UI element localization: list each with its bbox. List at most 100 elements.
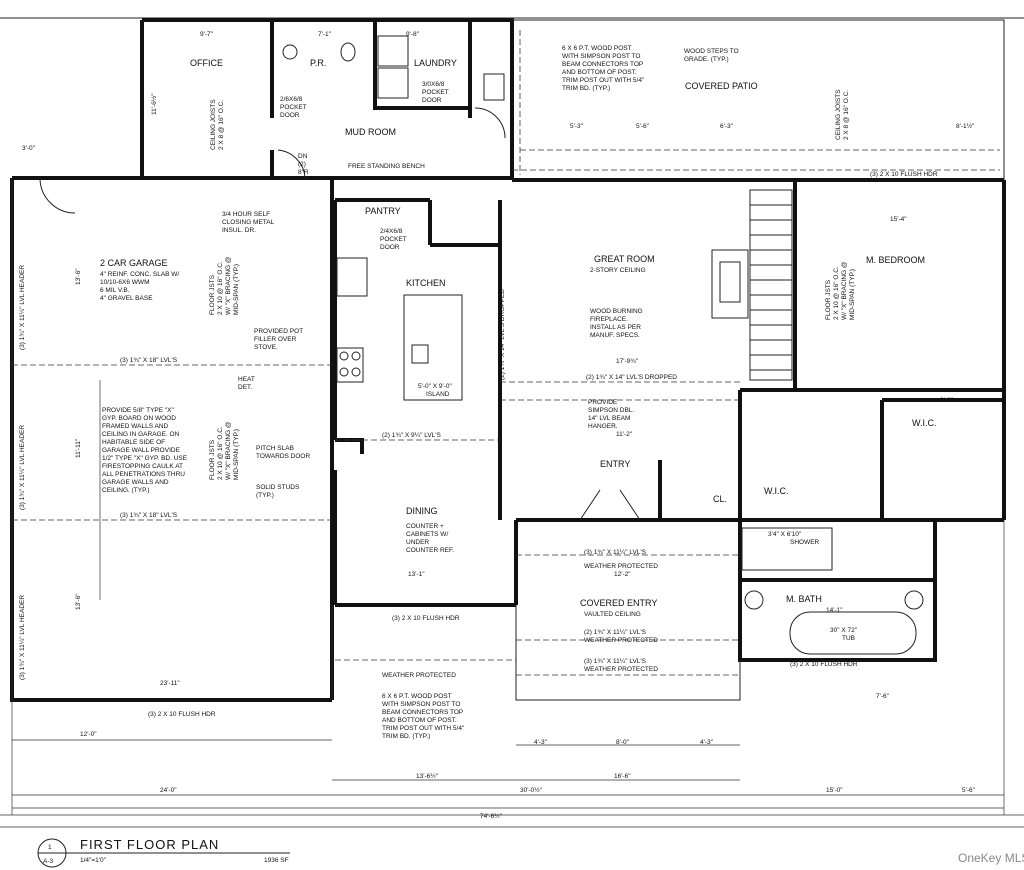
dim-7-1: 7'-1" (318, 31, 332, 38)
note-pocket-door-1: 2/6X6/8 POCKET DOOR (280, 96, 308, 119)
note-flush-4: (3) 2 X 10 FLUSH HDR (870, 171, 938, 178)
note-beam-11c: (3) 1¾" X 11¼" LVL'S (584, 658, 647, 665)
dim-12-0: 12'-0" (80, 731, 97, 738)
room-entry: ENTRY (600, 459, 630, 469)
notes: 4" REINF. CONC. SLAB W/ 10/10-6X6 WWM 6 … (100, 45, 938, 740)
kitchen-fixtures (336, 257, 463, 401)
dim-23-11: 23'-11" (160, 680, 180, 687)
ceiling-joists-1: CEILING JOISTS 2 X 8 @ 16" O.C. (210, 98, 225, 150)
room-pantry: PANTRY (365, 206, 401, 216)
note-dn-stair: DN (2) 8"R (298, 153, 309, 176)
note-weather-4: WEATHER PROTECTED (382, 672, 456, 679)
room-kitchen: KITCHEN (406, 278, 446, 288)
note-simpson: PROVIDE SIMPSON DBL. 14" LVL BEAM HANGER… (588, 399, 636, 430)
dim-11-2: 11'-2" (616, 431, 633, 438)
room-covered-patio: COVERED PATIO (685, 81, 758, 91)
dim-5-6b: 5'-6" (636, 123, 650, 130)
dim-4-3b: 4'-3" (700, 739, 714, 746)
dim-16-6: 16'-6" (614, 773, 631, 780)
drawing-area: 1936 SF (264, 857, 289, 864)
note-heat-det: HEAT DET. (238, 376, 257, 391)
note-beam-lvl-2: (3) 1¾" X 18" LVL'S (120, 512, 178, 519)
room-great-sub: 2-STORY CEILING (590, 267, 646, 274)
fireplace (711, 249, 749, 319)
note-beam-9: (2) 1¾" X 9¼" LVL'S (382, 432, 442, 439)
note-beam-11a: (3) 1¾" X 11¼" LVL'S (584, 549, 647, 556)
drawing-title: FIRST FLOOR PLAN (80, 837, 219, 852)
dim-13-1: 13'-1" (408, 571, 425, 578)
shower-size: 3'4" X 6'10" (768, 531, 802, 538)
note-pot-filler: PROVIDED POT FILLER OVER STOVE. (254, 328, 305, 351)
dim-6-3: 6'-3" (720, 123, 734, 130)
dimension-labels: 9'-7" 7'-1" 9'-8" 11'-6½" 13'-6" 11'-11"… (22, 31, 976, 820)
room-laundry: LAUNDRY (414, 58, 457, 68)
header-left-2: (3) 1¾" X 11¼" LVL HEADER (19, 425, 26, 510)
dim-13-6b: 13'-6" (75, 593, 82, 610)
beam-lines (12, 169, 1000, 676)
room-wic-1: W.I.C. (912, 418, 937, 428)
header-left-1: (3) 1¾" X 11¼" LVL HEADER (19, 265, 26, 350)
drawing-scale: 1/4"=1'0" (80, 857, 107, 864)
note-flush-1: (3) 2 X 10 FLUSH HDR (392, 615, 460, 622)
room-closet: CL. (713, 494, 727, 504)
ceiling-joists-2: CEILING JOISTS 2 X 8 @ 16" O.C. (835, 88, 850, 140)
room-m-bedroom: M. BEDROOM (866, 255, 925, 265)
rotated-notes: (3) 1¾" X 11¼" LVL HEADER (3) 1¾" X 11¼"… (19, 88, 856, 680)
dim-15-0: 15'-0" (826, 787, 843, 794)
note-weather-1: WEATHER PROTECTED (584, 563, 658, 570)
dim-8-6: 8'-6" (940, 397, 954, 404)
note-beam-dropped: (2) 1¾" X 14" LVL'S DROPPED (586, 374, 677, 381)
dim-13-6a: 13'-6" (75, 268, 82, 285)
note-pocket-door-2: 3/0X6/8 POCKET DOOR (422, 81, 450, 104)
room-garage: 2 CAR GARAGE (100, 258, 168, 268)
shower-label: SHOWER (790, 539, 820, 546)
dim-3-0: 3'-0" (22, 145, 36, 152)
note-counter: COUNTER + CABINETS W/ UNDER COUNTER REF. (406, 523, 454, 554)
tub-size: 30" X 72" (830, 627, 858, 634)
tub-label: TUB (842, 635, 855, 642)
dim-11-11: 11'-11" (75, 438, 82, 458)
dim-9-7: 9'-7" (200, 31, 214, 38)
note-beam-11b: (2) 1¾" X 11¼" LVL'S (584, 629, 647, 636)
note-fireplace: WOOD BURNING FIREPLACE. INSTALL AS PER M… (590, 308, 645, 339)
dim-8-1: 8'-1½" (956, 122, 975, 130)
room-covered-entry: COVERED ENTRY (580, 598, 657, 608)
dim-5-6: 5'-6" (962, 787, 976, 794)
room-m-bath: M. BATH (786, 594, 822, 604)
note-island: 5'-0" X 9'-0" ISLAND (418, 383, 454, 398)
floor-joists-mbed: FLOOR JSTS 2 X 10 @ 16" O.C. W/ "X" BRAC… (825, 260, 856, 320)
note-flush-2: (3) 2 X 10 FLUSH HDR (148, 711, 216, 718)
header-left-3: (3) 1¾" X 11¼" LVL HEADER (19, 595, 26, 680)
watermark: OneKey MLS (958, 851, 1024, 865)
title-circle-top: 1 (48, 844, 52, 851)
note-post-patio: 6 X 6 P.T. WOOD POST WITH SIMPSON POST T… (562, 45, 646, 92)
note-flush-3: (3) 2 X 10 FLUSH HDR (790, 661, 858, 668)
dim-9-8: 9'-8" (406, 31, 420, 38)
dim-12-2: 12'-2" (614, 571, 631, 578)
note-wood-steps: WOOD STEPS TO GRADE. (TYP.) (684, 48, 740, 63)
room-labels: OFFICE P.R. LAUNDRY MUD ROOM PANTRY KITC… (100, 58, 937, 642)
beam-dropped-vertical: (2) 1¾" X 14" LVL'S DROPPED (499, 289, 506, 380)
dim-13-6c: 13'-6½" (416, 772, 439, 780)
room-covered-entry-sub: VAULTED CEILING (584, 611, 641, 618)
note-firestop: PROVIDE 5/8" TYPE "X" GYP. BOARD ON WOOD… (102, 407, 189, 494)
room-mud: MUD ROOM (345, 127, 396, 137)
dim-11-6: 11'-6½" (150, 93, 158, 115)
room-pr: P.R. (310, 58, 326, 68)
floor-joists-garage: FLOOR JSTS 2 X 10 @ 16" O.C. W/ "X" BRAC… (209, 255, 240, 315)
dim-15-4: 15'-4" (890, 216, 907, 223)
dim-8-0: 8'-0" (616, 739, 630, 746)
stair-treads (750, 204, 792, 371)
note-solid-studs: SOLID STUDS (TYP.) (256, 484, 301, 499)
dim-74-6: 74'-6½" (480, 812, 503, 820)
dim-17-9: 17'-9¾" (616, 358, 639, 365)
dim-5-3: 5'-3" (570, 123, 584, 130)
note-beam-lvl-1: (3) 1¾" X 18" LVL'S (120, 357, 178, 364)
note-bench: FREE STANDING BENCH (348, 163, 425, 170)
note-post-entry: 6 X 6 P.T. WOOD POST WITH SIMPSON POST T… (382, 693, 466, 740)
room-great: GREAT ROOM (594, 254, 655, 264)
dim-24-0: 24'-0" (160, 787, 177, 794)
note-pocket-door-3: 2/4X6/8 POCKET DOOR (380, 228, 408, 251)
dim-30-0: 30'-0½" (520, 786, 543, 794)
